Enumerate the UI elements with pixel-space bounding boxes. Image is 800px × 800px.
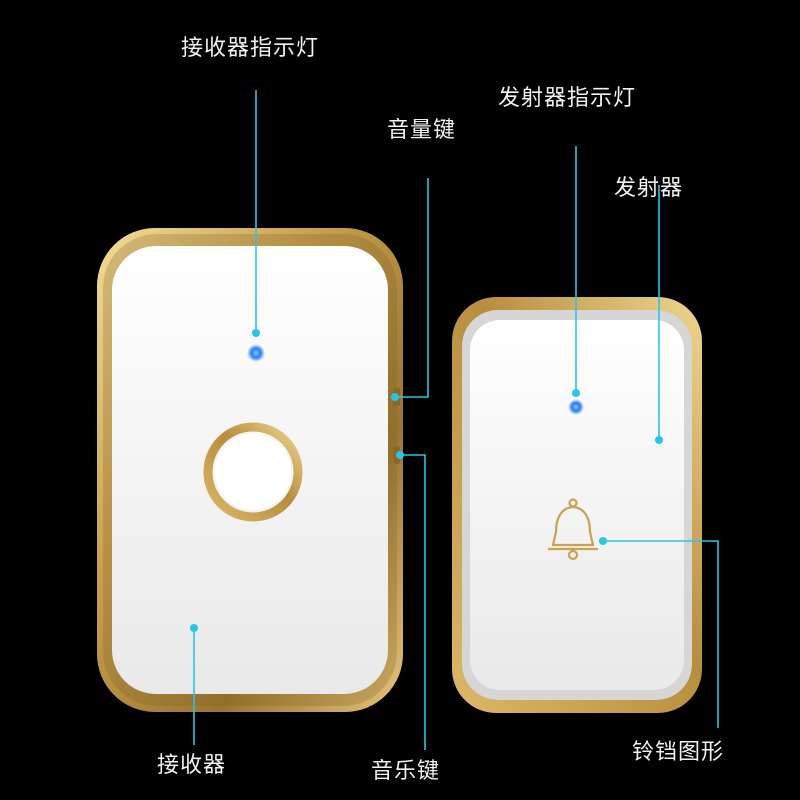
callout-line-music-key xyxy=(400,454,426,750)
label-transmitter-indicator: 发射器指示灯 xyxy=(498,86,637,111)
label-receiver: 接收器 xyxy=(157,753,227,778)
callout-dot-volume-key xyxy=(391,393,399,401)
callout-dot-transmitter-indicator xyxy=(572,389,580,397)
ring-button-icon[interactable] xyxy=(203,422,303,522)
receiver-indicator-led xyxy=(247,344,265,362)
bell-icon xyxy=(548,498,598,561)
callout-dot-receiver xyxy=(190,624,198,632)
callout-lines xyxy=(193,90,719,750)
label-bell-graphic: 铃铛图形 xyxy=(632,740,725,765)
callout-dot-transmitter xyxy=(655,436,663,444)
label-transmitter: 发射器 xyxy=(614,176,684,201)
callout-line-volume-key xyxy=(395,178,429,398)
callout-dot-receiver-indicator xyxy=(252,329,260,337)
callout-dot-music-key xyxy=(396,451,404,459)
transmitter-indicator-led xyxy=(568,399,584,415)
transmitter-device xyxy=(452,297,702,713)
label-music-key: 音乐键 xyxy=(371,759,441,784)
label-volume-key: 音量键 xyxy=(387,118,457,143)
callout-dots xyxy=(190,329,663,632)
receiver-device xyxy=(97,228,403,712)
callout-dot-bell-graphic xyxy=(599,537,607,545)
label-receiver-indicator: 接收器指示灯 xyxy=(181,36,320,61)
callout-line-bell-graphic xyxy=(604,540,719,728)
